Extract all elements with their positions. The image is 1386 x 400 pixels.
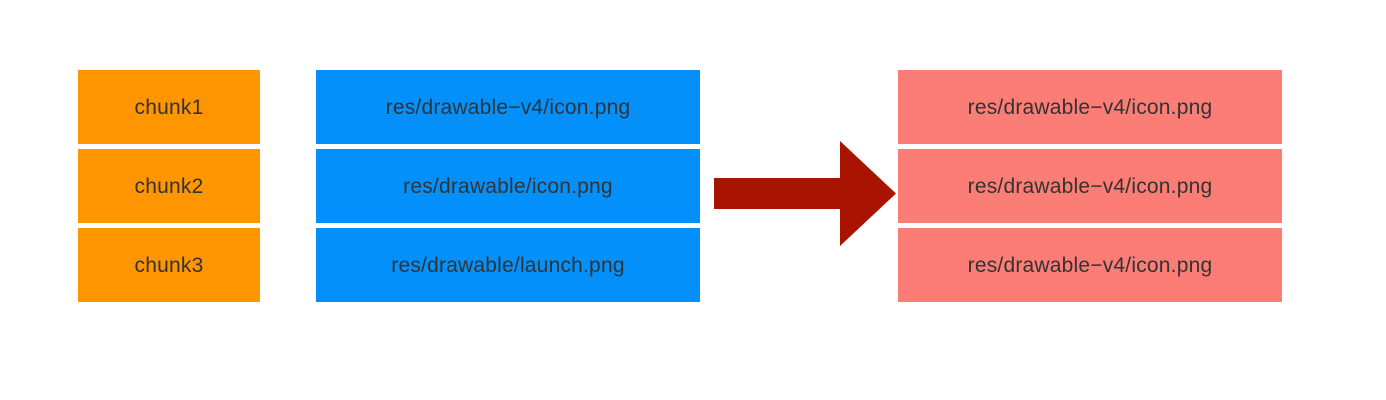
source-path-box: res/drawable/launch.png: [316, 228, 700, 302]
result-path-label: res/drawable−v4/icon.png: [967, 174, 1213, 198]
result-path-box: res/drawable−v4/icon.png: [898, 70, 1282, 144]
result-paths-column: res/drawable−v4/icon.png res/drawable−v4…: [898, 70, 1282, 302]
source-path-label: res/drawable/launch.png: [391, 253, 625, 277]
source-path-box: res/drawable−v4/icon.png: [316, 70, 700, 144]
source-path-label: res/drawable/icon.png: [403, 174, 613, 198]
chunk-label: chunk3: [134, 253, 204, 277]
result-path-label: res/drawable−v4/icon.png: [967, 95, 1213, 119]
result-path-box: res/drawable−v4/icon.png: [898, 149, 1282, 223]
chunks-column: chunk1 chunk2 chunk3: [78, 70, 260, 302]
source-path-label: res/drawable−v4/icon.png: [385, 95, 631, 119]
result-path-label: res/drawable−v4/icon.png: [967, 253, 1213, 277]
chunk-box: chunk3: [78, 228, 260, 302]
arrow-right-icon: [714, 141, 896, 246]
source-paths-column: res/drawable−v4/icon.png res/drawable/ic…: [316, 70, 700, 302]
chunk-label: chunk1: [134, 95, 204, 119]
chunk-box: chunk1: [78, 70, 260, 144]
chunk-box: chunk2: [78, 149, 260, 223]
source-path-box: res/drawable/icon.png: [316, 149, 700, 223]
chunk-label: chunk2: [134, 174, 204, 198]
result-path-box: res/drawable−v4/icon.png: [898, 228, 1282, 302]
